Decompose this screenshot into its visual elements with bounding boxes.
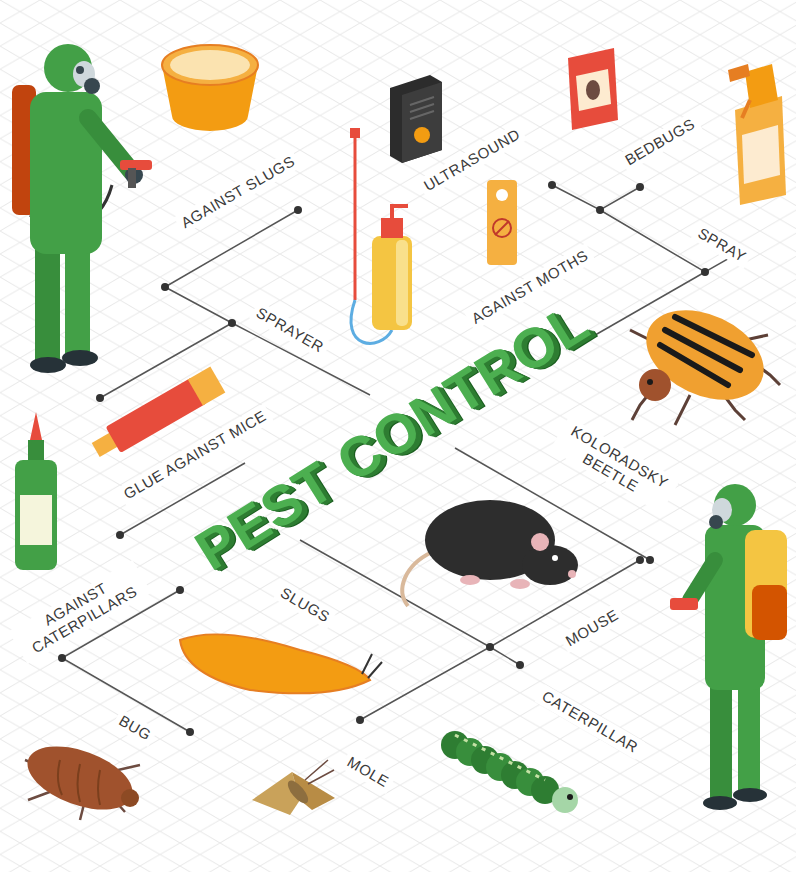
label-text: AGAINST SLUGS (174, 149, 302, 235)
label-text: ULTRASOUND (417, 122, 528, 197)
label-text: MOLE (340, 750, 396, 794)
bedbug-packet (568, 48, 618, 130)
green-bottle (15, 412, 57, 570)
bed-bug (19, 734, 141, 822)
flow-lines (62, 185, 740, 732)
label-text: BUG (112, 709, 159, 747)
bucket-icon (162, 45, 258, 131)
worker-right (670, 484, 787, 810)
spray-bottle (728, 64, 786, 205)
colorado-beetle (630, 293, 780, 425)
worker-left (12, 44, 152, 373)
label-text: SPRAY (691, 221, 754, 269)
sprayer-icon (350, 128, 412, 343)
label-text: MOUSE (558, 603, 625, 653)
ultrasound-device (390, 75, 442, 163)
flow-dots (58, 181, 744, 736)
label-text: AGAINST CATERPILLARS (9, 560, 152, 664)
label-text: SPRAYER (249, 301, 331, 360)
moth-icon (252, 760, 335, 815)
label-text: SLUGS (273, 581, 337, 629)
slug-icon (180, 634, 382, 693)
label-text: BEDBUGS (618, 112, 702, 172)
mouse-rat (402, 500, 578, 606)
door-hanger (487, 180, 517, 265)
label-text: KOLORADSKY BEETLE (550, 417, 680, 514)
label-text: CATERPILLAR (535, 684, 645, 759)
caterpillar-icon (441, 731, 578, 813)
